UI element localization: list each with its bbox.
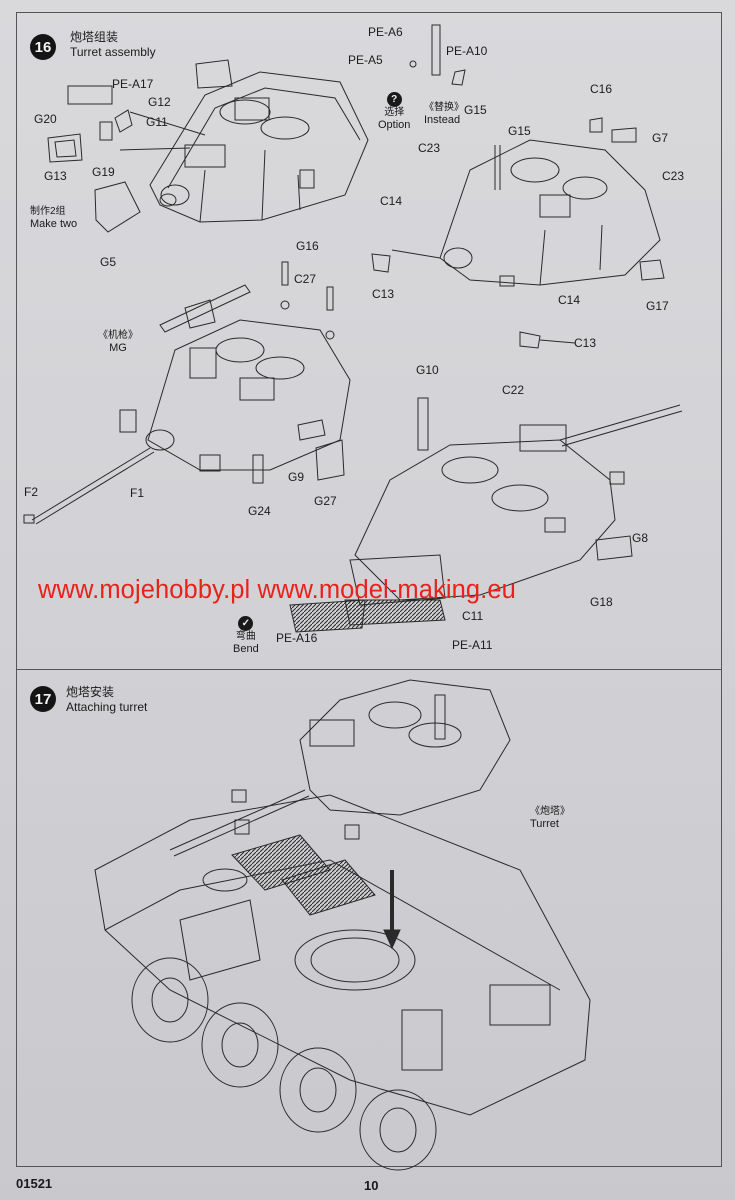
bend-icon: ✓: [233, 616, 259, 631]
part-label-g19: G19: [92, 165, 115, 179]
note-instead-cn: 《替换》: [424, 102, 464, 113]
product-code: 01521: [16, 1176, 53, 1191]
part-label-f2: F2: [24, 485, 39, 499]
part-label-g24: G24: [248, 504, 271, 518]
step-17-title-cn: 炮塔安装: [66, 685, 115, 699]
part-label-pe-a17: PE-A17: [112, 77, 154, 91]
note-option-cn: 选择: [384, 107, 405, 118]
note-instead-en: Instead: [424, 114, 461, 126]
note-option-en: Option: [378, 119, 411, 131]
part-label-pe-a16: PE-A16: [276, 631, 318, 645]
note-bend-en: Bend: [233, 643, 259, 655]
watermark-text: www.mojehobby.pl www.model-making.eu: [38, 576, 516, 604]
step-16-badge: 16: [30, 34, 56, 60]
note-option: ? 选择 Option: [378, 92, 410, 131]
part-label-c13-right: C13: [574, 336, 597, 350]
part-label-c23-left: C23: [418, 141, 441, 155]
page-frame: [16, 12, 722, 1167]
part-label-pe-a11: PE-A11: [452, 638, 493, 652]
option-icon: ?: [378, 92, 410, 107]
part-label-c11: C11: [462, 609, 484, 623]
part-label-g15-instead: G15: [464, 103, 487, 117]
part-label-g17: G17: [646, 299, 669, 313]
part-pe-a17-drawing: [47, 59, 233, 233]
turret-drawing-middle-left: [23, 261, 351, 525]
part-label-g10: G10: [416, 363, 439, 377]
step-16-title-cn: 炮塔组装: [70, 30, 119, 44]
part-label-g27: G27: [314, 494, 337, 508]
note-mg-cn: 《机枪》: [98, 330, 138, 341]
part-label-pe-a6: PE-A6: [368, 25, 403, 39]
note-turret-cn: 《炮塔》: [530, 806, 570, 817]
part-label-g5: G5: [100, 255, 117, 269]
note-turret: 《炮塔》 Turret: [530, 806, 570, 830]
part-label-c14-left: C14: [380, 194, 403, 208]
part-label-c22: C22: [502, 383, 525, 397]
step-divider: [16, 669, 722, 670]
note-bend: ✓ 弯曲 Bend: [233, 616, 259, 655]
note-make-two-cn: 制作2组: [30, 206, 66, 217]
part-label-g7: G7: [652, 131, 669, 145]
part-label-pe-a10: PE-A10: [446, 44, 488, 58]
part-label-g11: G11: [146, 115, 168, 129]
vehicle-drawing: [94, 794, 591, 1171]
note-instead: 《替换》 Instead: [424, 102, 464, 126]
part-label-c23-right: C23: [662, 169, 685, 183]
part-label-g16: G16: [296, 239, 319, 253]
part-label-g15: G15: [508, 124, 531, 138]
step-17-title: 炮塔安装 Attaching turret: [66, 685, 147, 715]
part-label-g13: G13: [44, 169, 67, 183]
turret-drawing-step17: [169, 679, 511, 857]
note-mg-en: MG: [109, 342, 127, 354]
part-label-g8: G8: [632, 531, 649, 545]
step-17-badge: 17: [30, 686, 56, 712]
step-16-title-en: Turret assembly: [70, 45, 156, 59]
turret-drawing-middle-right: [289, 397, 683, 633]
part-label-c27: C27: [294, 272, 317, 286]
page-number: 10: [364, 1178, 379, 1193]
note-make-two: 制作2组 Make two: [30, 206, 77, 230]
part-label-g20: G20: [34, 112, 57, 126]
note-make-two-en: Make two: [30, 218, 78, 230]
turret-drawing-top-left: [119, 71, 369, 223]
note-mg: 《机枪》 MG: [98, 330, 138, 354]
part-label-g9: G9: [288, 470, 305, 484]
part-label-pe-a5: PE-A5: [348, 53, 383, 67]
attach-arrow: [383, 870, 401, 950]
part-label-c13-left: C13: [372, 287, 395, 301]
part-label-c16: C16: [590, 82, 613, 96]
part-label-c14-right: C14: [558, 293, 581, 307]
turret-drawing-top-right: [371, 24, 665, 349]
note-turret-en: Turret: [530, 818, 559, 830]
part-label-g12: G12: [148, 95, 171, 109]
step-16-title: 炮塔组装 Turret assembly: [70, 30, 156, 60]
part-label-g18: G18: [590, 595, 613, 609]
step-17-title-en: Attaching turret: [66, 700, 148, 714]
note-bend-cn: 弯曲: [235, 631, 256, 642]
part-label-f1: F1: [130, 486, 145, 500]
